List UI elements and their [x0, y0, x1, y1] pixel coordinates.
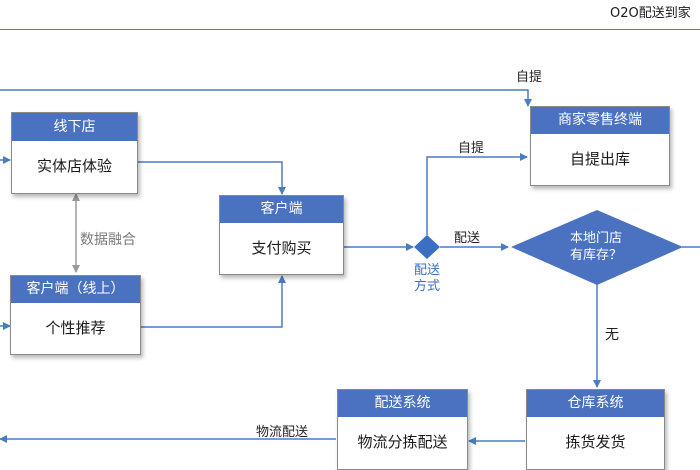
decision-stock-check-label: 本地门店 有库存？ — [540, 230, 652, 264]
edge-label-self-pickup: 自提 — [458, 141, 485, 156]
node-online-client: 客户端（线上） 个性推荐 — [10, 275, 141, 355]
edge-label-logistics: 物流配送 — [256, 425, 309, 440]
decision-stock-check-line2: 有库存？ — [569, 248, 622, 263]
node-merchant-header: 商家零售终端 — [531, 107, 669, 134]
node-merchant: 商家零售终端 自提出库 — [530, 106, 670, 186]
decision-stock-check — [511, 210, 683, 285]
decision-delivery-method-line2: 方式 — [413, 279, 440, 294]
node-warehouse: 仓库系统 拣货发货 — [526, 389, 665, 470]
page-title: O2O配送到家 — [610, 6, 691, 21]
node-offline-store-header: 线下店 — [12, 113, 137, 141]
edge-label-self-pickup-top: 自提 — [516, 70, 543, 85]
node-warehouse-header: 仓库系统 — [527, 390, 664, 417]
node-client-body: 支付购买 — [251, 239, 312, 257]
edge-online-to-client — [140, 275, 286, 328]
node-merchant-body: 自提出库 — [569, 150, 630, 168]
edge-label-no-stock: 无 — [605, 327, 619, 343]
edge-method-to-merchant — [426, 153, 528, 235]
node-warehouse-body: 拣货发货 — [565, 433, 626, 451]
node-delivery: 配送系统 物流分拣配送 — [337, 389, 468, 470]
decision-delivery-method-line1: 配送 — [413, 263, 440, 278]
edge-label-data-fusion: 数据融合 — [80, 232, 136, 248]
decision-delivery-method — [414, 235, 440, 259]
node-delivery-body: 物流分拣配送 — [357, 433, 448, 451]
edge-store-to-client — [137, 161, 286, 195]
decision-delivery-method-label: 配送 方式 — [405, 263, 449, 295]
header-divider — [0, 29, 700, 30]
node-offline-store-body: 实体店体验 — [36, 157, 112, 175]
node-online-client-body: 个性推荐 — [45, 319, 106, 337]
node-client: 客户端 支付购买 — [219, 195, 344, 275]
node-client-header: 客户端 — [220, 196, 343, 223]
edge-self-pickup-top — [0, 89, 532, 107]
node-online-client-header: 客户端（线上） — [11, 276, 140, 303]
edge-label-deliver: 配送 — [454, 231, 481, 246]
node-delivery-header: 配送系统 — [338, 390, 467, 417]
decision-stock-check-line1: 本地门店 — [569, 231, 622, 246]
node-offline-store: 线下店 实体店体验 — [11, 112, 138, 194]
